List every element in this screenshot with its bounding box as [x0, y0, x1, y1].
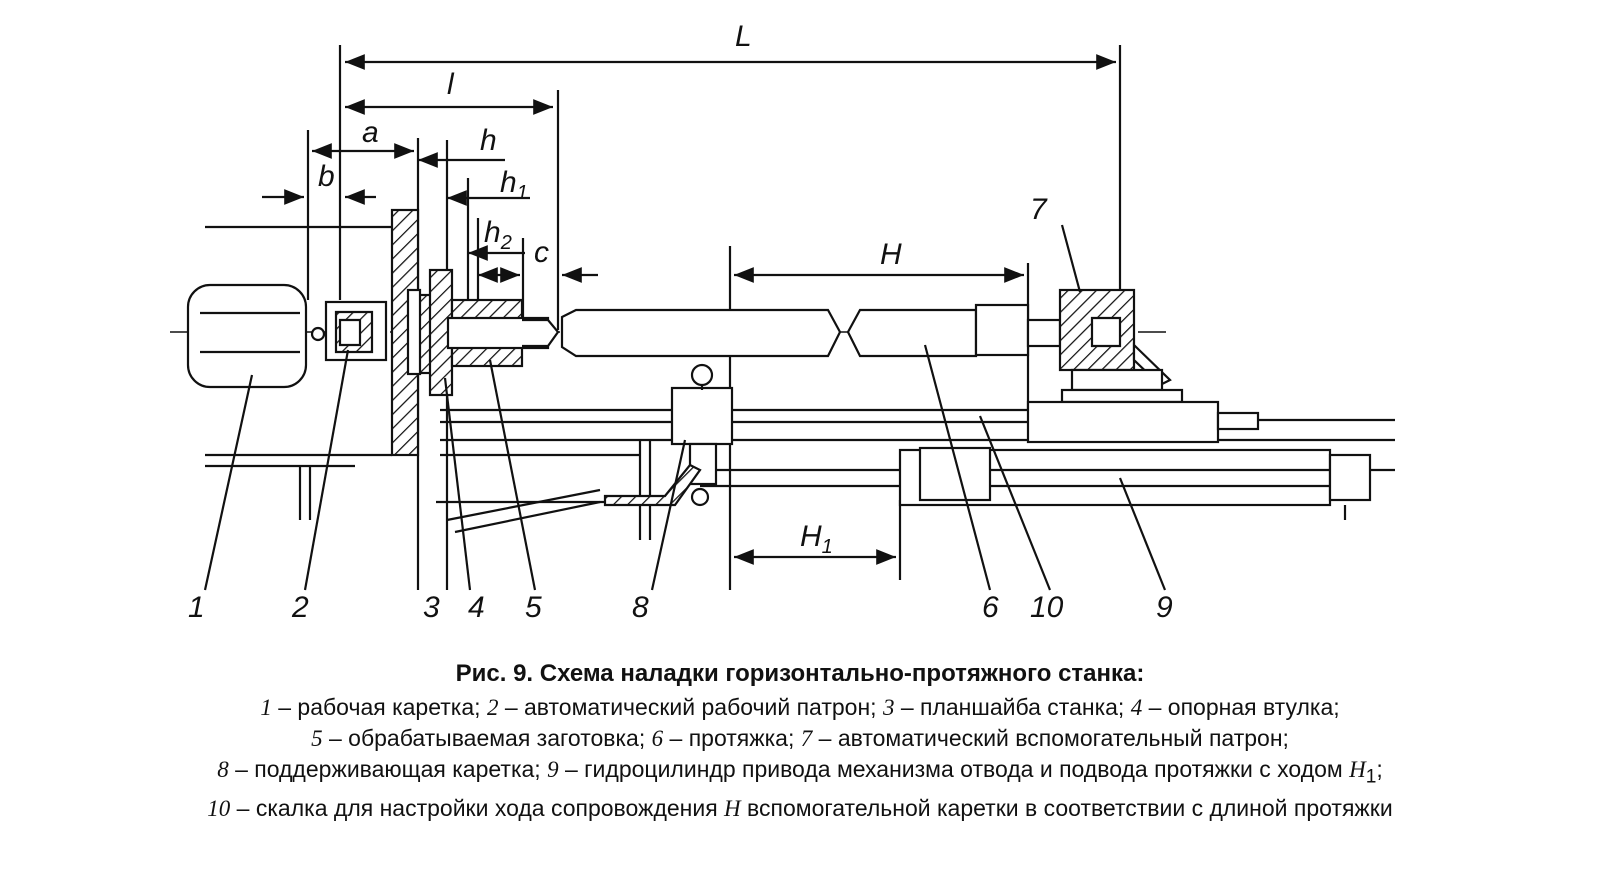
dim-h1: h1: [500, 166, 528, 204]
dim-b: b: [318, 160, 335, 193]
callout-10: 10: [1030, 591, 1064, 624]
callout-6: 6: [982, 591, 999, 624]
callout-1: 1: [188, 591, 205, 624]
figure-caption: Рис. 9. Схема наладки горизонтально-прот…: [0, 660, 1600, 824]
machine-setup-diagram: [170, 45, 1395, 591]
caption-line-2: 5 – обрабатываемая заготовка; 6 – протяж…: [311, 725, 1289, 751]
caption-line-3: 8 – поддерживающая каретка; 9 – гидроцил…: [217, 756, 1383, 788]
dim-h2: h2: [484, 216, 512, 254]
callout-9: 9: [1156, 591, 1173, 624]
dim-H: H: [880, 238, 902, 271]
callout-8: 8: [632, 591, 649, 624]
dim-h: h: [480, 124, 497, 157]
dim-H1: H1: [800, 520, 833, 558]
callout-7: 7: [1030, 193, 1047, 226]
dim-a: a: [362, 116, 379, 149]
caption-line-1: 1 – рабочая каретка; 2 – автоматический …: [260, 694, 1340, 720]
caption-line-4: 10 – скалка для настройки хода сопровожд…: [207, 794, 1393, 821]
callout-3: 3: [423, 591, 440, 624]
caption-title: Рис. 9. Схема наладки горизонтально-прот…: [455, 660, 1145, 687]
callout-5: 5: [525, 591, 542, 624]
callout-4: 4: [468, 591, 485, 624]
dim-L: L: [735, 20, 752, 53]
dim-c: c: [534, 236, 549, 269]
dim-l: l: [447, 68, 454, 101]
callout-2: 2: [292, 591, 309, 624]
